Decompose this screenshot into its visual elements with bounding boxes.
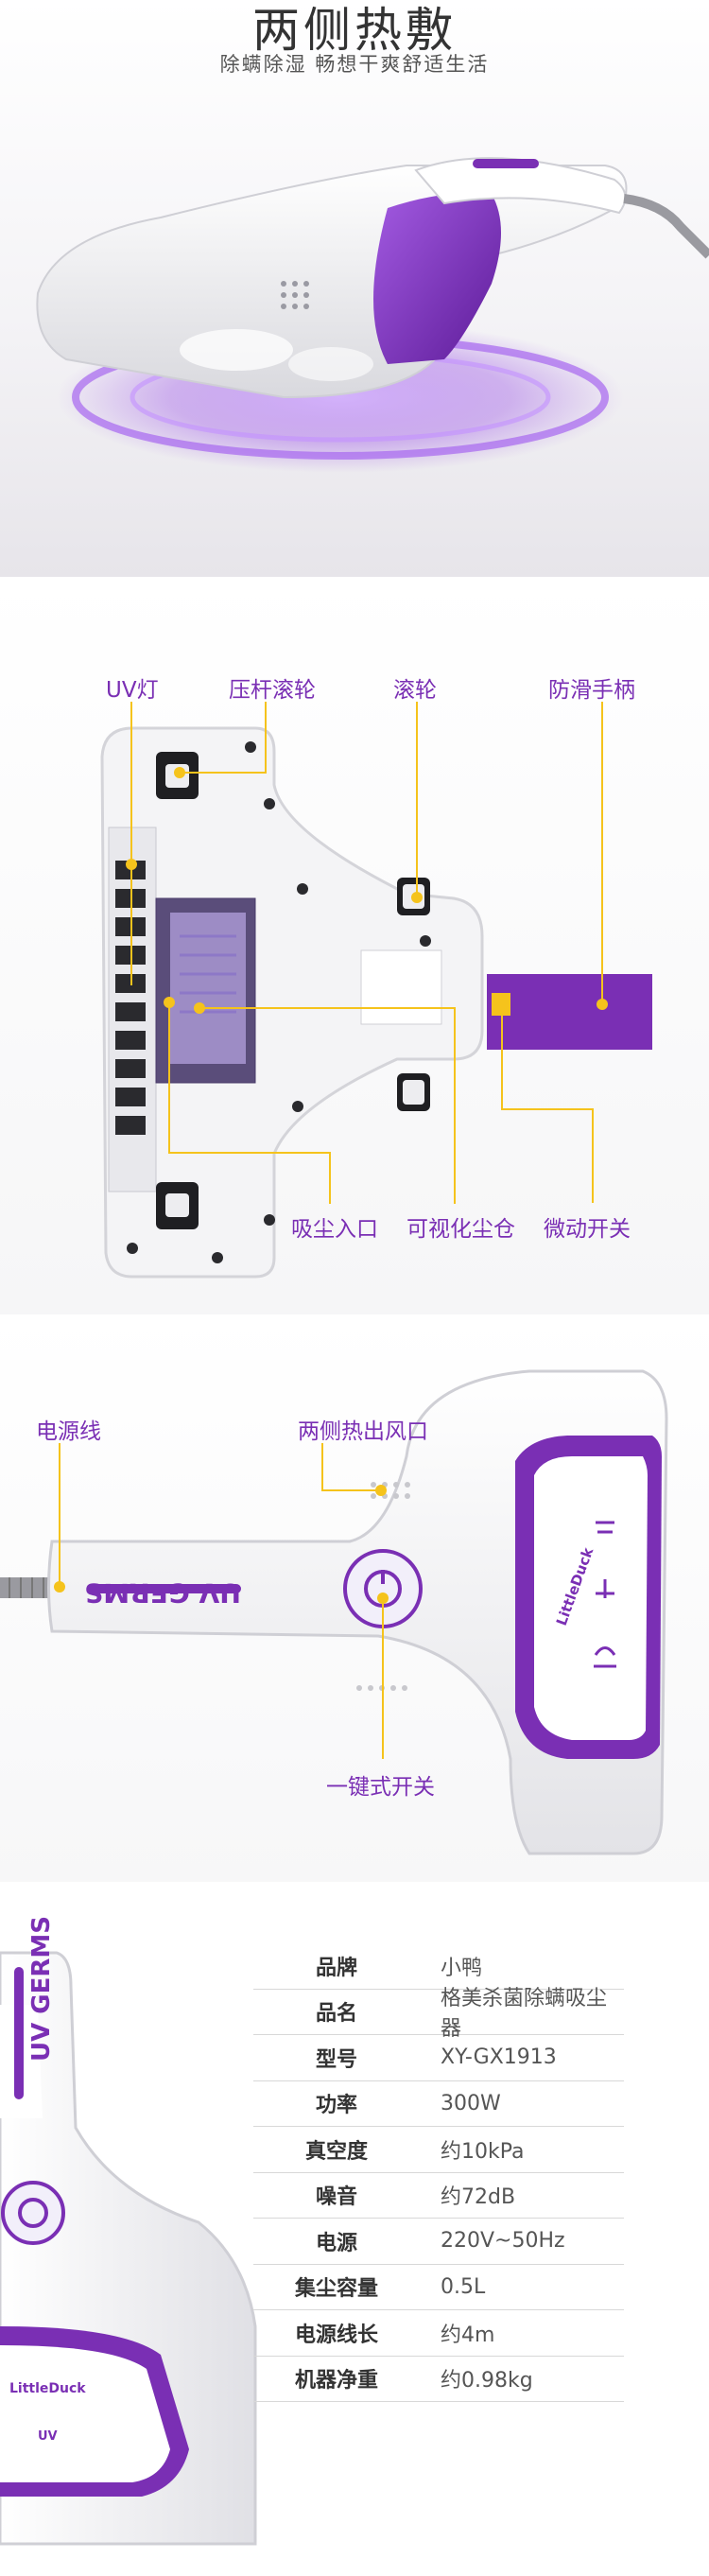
hero-title: 两侧热敷 (252, 3, 457, 58)
leader-line (130, 702, 132, 985)
callout-dot (194, 1002, 205, 1014)
leader-line (592, 1108, 594, 1203)
leader-line (168, 1002, 170, 1154)
hero-subtitle: 除螨除湿 畅想干爽舒适生活 (219, 53, 490, 76)
spec-row: 电源 220V~50Hz (253, 2219, 624, 2265)
spec-label: 真空度 (304, 2139, 368, 2164)
leader-line (265, 702, 267, 774)
spec-row: 集尘容量 0.5L (253, 2265, 624, 2310)
callout-dot (411, 892, 423, 903)
spec-label: 集尘容量 (294, 2277, 378, 2302)
callout-dot (377, 1593, 389, 1604)
spec-value: 约72dB (441, 2185, 516, 2210)
side-view-section: LittleDuck UV GERMS 电源线 两侧热出风口 一键式开关 (0, 1314, 709, 1882)
spec-label: 功率 (315, 2094, 357, 2118)
spec-value: 小鸭 (441, 1956, 483, 1980)
callout-dot (54, 1581, 65, 1593)
spec-label: 机器净重 (294, 2369, 378, 2393)
uv-germs-logo-vertical: UV GERMS (27, 1916, 56, 2062)
spec-value: 300W (441, 2091, 501, 2115)
spec-value: 0.5L (441, 2274, 486, 2299)
spec-value: 约10kPa (441, 2139, 525, 2164)
callout-anti-slip-handle: 防滑手柄 (548, 678, 635, 703)
spec-row: 功率 300W (253, 2081, 624, 2127)
callout-dot (174, 767, 185, 778)
callout-dot (597, 999, 608, 1010)
side-view-illustration: LittleDuck UV GERMS (0, 1369, 668, 1855)
spec-label: 电源线长 (294, 2323, 378, 2347)
callout-visible-dust-bin: 可视化尘仓 (406, 1217, 515, 1242)
leader-line (59, 1443, 61, 1585)
leader-line (501, 1108, 594, 1110)
uv-germs-logo: UV GERMS (84, 1577, 241, 1609)
spec-value: 约0.98kg (441, 2369, 533, 2393)
callout-side-heat-vents: 两侧热出风口 (298, 1419, 428, 1444)
callout-press-roller: 压杆滚轮 (229, 678, 316, 703)
spec-row: 电源线长 约4m (253, 2310, 624, 2357)
spec-label: 品牌 (315, 1956, 357, 1980)
bottom-view-illustration (100, 726, 652, 1279)
spec-row: 机器净重 约0.98kg (253, 2357, 624, 2402)
spec-label: 电源 (315, 2231, 357, 2255)
leader-line (321, 1443, 323, 1490)
hero-product-illustration (36, 157, 709, 473)
brand-logo-text: LittleDuck (9, 2381, 86, 2396)
leader-line (501, 1004, 503, 1110)
spec-table: 品牌 小鸭品名 格美杀菌除螨吸尘器型号 XY-GX1913 功率 300W 真空度 约10kP… (253, 1943, 624, 2402)
callout-power-cord: 电源线 (36, 1419, 101, 1444)
callout-roller: 滚轮 (393, 678, 437, 703)
callout-uv-lamp: UV灯 (106, 678, 159, 703)
spec-value: 格美杀菌除螨吸尘器 (441, 1987, 608, 2042)
leader-line (321, 1489, 380, 1491)
spec-label: 品名 (315, 2002, 357, 2027)
callout-dot (164, 997, 175, 1008)
spec-label: 噪音 (315, 2185, 357, 2210)
callout-dot (126, 859, 137, 870)
callout-micro-switch: 微动开关 (544, 1217, 631, 1242)
callout-power-button: 一键式开关 (326, 1775, 435, 1800)
leader-line (382, 1598, 384, 1759)
spec-row: 品牌 小鸭 (253, 1943, 624, 1990)
spec-value: 220V~50Hz (441, 2229, 565, 2254)
leader-line (199, 1007, 454, 1009)
callout-dot (375, 1485, 387, 1496)
spec-row: 品名 格美杀菌除螨吸尘器 (253, 1987, 624, 2041)
leader-line (601, 702, 603, 1002)
hero-section: 两侧热敷 除螨除湿 畅想干爽舒适生活 (0, 0, 709, 577)
spec-value: 约4m (441, 2323, 495, 2347)
svg-text:UV: UV (38, 2429, 58, 2444)
spec-section: UV GERMS LittleDuck UV (0, 1882, 709, 2576)
leader-line (416, 702, 418, 896)
bottom-view-section: UV灯 压杆滚轮 滚轮 防滑手柄 吸尘入口 可视化尘仓 微动开关 (0, 577, 709, 1314)
leader-line (180, 772, 267, 774)
callout-suction-inlet: 吸尘入口 (291, 1217, 378, 1242)
spec-row: 噪音 约72dB (253, 2173, 624, 2219)
spec-row: 真空度 约10kPa (253, 2127, 624, 2173)
spec-product-illustration: UV GERMS LittleDuck UV (0, 1916, 257, 2546)
leader-line (454, 1007, 456, 1204)
spec-value: XY-GX1913 (441, 2045, 557, 2070)
spec-label: 型号 (315, 2047, 357, 2072)
leader-line (168, 1152, 331, 1154)
spec-row: 型号 XY-GX1913 (253, 2035, 624, 2081)
leader-line (329, 1152, 331, 1204)
